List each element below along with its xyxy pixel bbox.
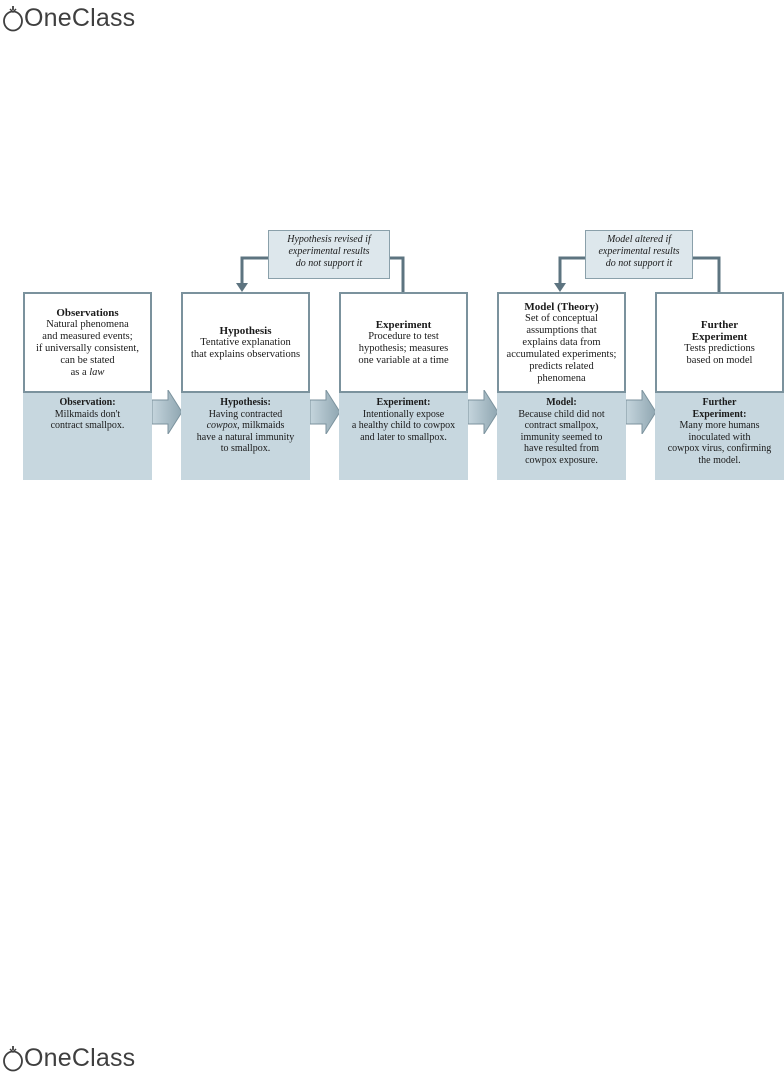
oneclass-logo-footer: OneClass	[2, 1043, 135, 1073]
logo-text: OneClass	[24, 1043, 136, 1072]
example-line: immunity seemed to	[520, 431, 603, 443]
example-line: cowpox, milkmaids	[181, 420, 310, 432]
step-model: Model (Theory) Set of conceptual assumpt…	[497, 292, 626, 480]
example-line: cowpox virus, confirming	[667, 443, 772, 454]
step-line: if universally consistent,	[36, 342, 139, 354]
example-line: contract smallpox.	[50, 420, 125, 431]
step-line: phenomena	[537, 372, 586, 384]
example-title: Experiment:	[376, 397, 431, 408]
example-line: contract smallpox,	[524, 420, 599, 431]
note-line: do not support it	[605, 258, 673, 269]
law-emphasis: law	[89, 366, 105, 378]
note-line: Model altered if	[606, 234, 672, 245]
example-line: to smallpox.	[220, 443, 271, 454]
example-line: Many more humans	[679, 420, 760, 431]
step-line: can be stated	[60, 354, 115, 366]
note-line: Hypothesis revised if	[287, 234, 371, 245]
step-line-prefix: as a	[70, 366, 90, 378]
example-title: Experiment:	[692, 408, 747, 420]
step-line: Tests predictions	[684, 342, 755, 354]
step-line: one variable at a time	[358, 354, 449, 366]
logo-text: OneClass	[24, 3, 136, 32]
example-box: Model: Because child did not contract sm…	[497, 393, 626, 480]
step-box: Further Experiment Tests predictions bas…	[655, 292, 784, 393]
flow-arrow	[468, 390, 498, 434]
scientific-method-diagram: Hypothesis revised if experimental resul…	[0, 225, 784, 485]
note-line: experimental results	[598, 246, 680, 257]
step-experiment: Experiment Procedure to test hypothesis;…	[339, 292, 468, 480]
example-title: Observation:	[59, 397, 116, 408]
step-line: hypothesis; measures	[358, 342, 449, 354]
example-line: cowpox exposure.	[525, 454, 598, 466]
example-line: the model.	[698, 454, 741, 466]
example-line: Having contracted	[208, 408, 283, 420]
step-box: Model (Theory) Set of conceptual assumpt…	[497, 292, 626, 393]
flow-arrow	[626, 390, 656, 434]
step-title: Further	[700, 318, 739, 331]
step-line: explains data from	[522, 336, 601, 348]
step-line: Tentative explanation	[200, 336, 291, 348]
example-line: Intentionally expose	[362, 408, 445, 420]
step-line: as a law	[71, 367, 105, 379]
example-line: Because child did not	[518, 408, 605, 420]
example-line: Milkmaids don't	[54, 408, 121, 420]
step-line: Set of conceptual	[525, 312, 598, 324]
example-title: Further	[702, 397, 737, 408]
step-line: assumptions that	[526, 324, 597, 336]
step-title: Experiment	[375, 318, 432, 331]
example-title: Model:	[546, 397, 577, 408]
example-line-suffix: , milkmaids	[237, 420, 285, 431]
step-line: accumulated experiments;	[506, 348, 617, 360]
feedback-note-hypothesis: Hypothesis revised if experimental resul…	[268, 230, 390, 279]
step-line: based on model	[686, 354, 753, 366]
example-line: inoculated with	[688, 431, 751, 443]
step-box: Observations Natural phenomena and measu…	[23, 292, 152, 393]
step-line: Procedure to test	[368, 330, 439, 342]
example-line: have a natural immunity	[196, 431, 295, 443]
example-line: a healthy child to cowpox	[351, 420, 456, 431]
note-line: experimental results	[288, 246, 370, 257]
step-title: Model (Theory)	[524, 300, 599, 313]
step-box: Hypothesis Tentative explanation that ex…	[181, 292, 310, 393]
cowpox-emphasis: cowpox	[206, 420, 238, 431]
step-observations: Observations Natural phenomena and measu…	[23, 292, 152, 480]
step-line: and measured events;	[42, 330, 133, 342]
note-line: do not support it	[295, 258, 363, 269]
step-box: Experiment Procedure to test hypothesis;…	[339, 292, 468, 393]
flow-arrow	[152, 390, 182, 434]
example-box: Observation: Milkmaids don't contract sm…	[23, 393, 152, 480]
example-box: Hypothesis: Having contracted cowpox, mi…	[181, 393, 310, 480]
step-further-experiment: Further Experiment Tests predictions bas…	[655, 292, 784, 480]
oneclass-logo-icon	[3, 1046, 23, 1072]
oneclass-logo-icon	[3, 6, 23, 32]
example-box: Experiment: Intentionally expose a healt…	[339, 393, 468, 480]
step-title: Observations	[56, 306, 119, 319]
oneclass-logo: OneClass	[2, 3, 135, 33]
example-title: Hypothesis:	[220, 397, 271, 408]
flow-arrow	[310, 390, 340, 434]
feedback-note-model: Model altered if experimental results do…	[585, 230, 693, 279]
step-line: Natural phenomena	[46, 318, 129, 330]
step-title: Experiment	[691, 330, 748, 343]
example-line: and later to smallpox.	[360, 431, 447, 443]
step-line: predicts related	[529, 360, 594, 372]
example-box: Further Experiment: Many more humans ino…	[655, 393, 784, 480]
step-title: Hypothesis	[219, 324, 272, 337]
step-hypothesis: Hypothesis Tentative explanation that ex…	[181, 292, 310, 480]
step-line: that explains observations	[190, 348, 301, 360]
example-line: have resulted from	[524, 443, 599, 454]
